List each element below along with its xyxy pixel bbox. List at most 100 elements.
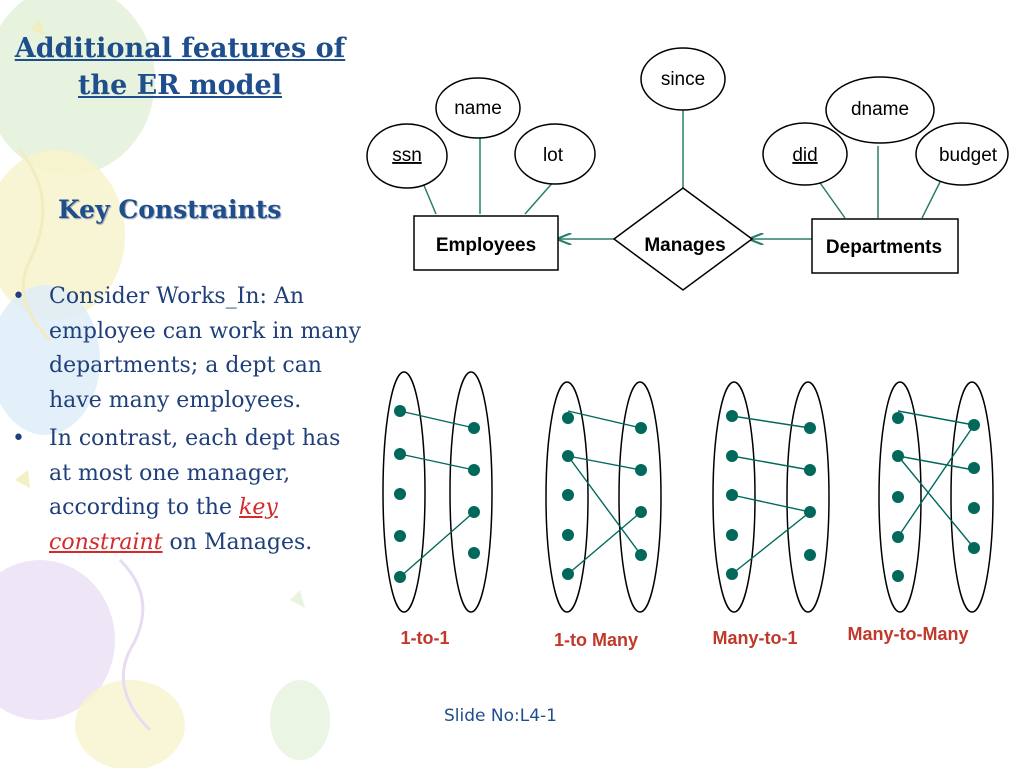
entity-dot xyxy=(892,570,904,582)
entity-dot xyxy=(468,464,480,476)
mapping-line xyxy=(731,511,811,575)
label-employees: Employees xyxy=(436,235,536,256)
entity-dot xyxy=(635,422,647,434)
key-constraint-link[interactable]: key constraint xyxy=(49,495,278,555)
caption-many-to-many: Many-to-Many xyxy=(848,624,969,644)
balloon-blue xyxy=(0,285,100,435)
label-dname: dname xyxy=(851,99,909,120)
slide-title: Additional features of the ER model xyxy=(14,33,346,101)
entity-dot xyxy=(562,450,574,462)
connector-did xyxy=(817,179,846,219)
entity-dot xyxy=(726,529,738,541)
mapping-line xyxy=(897,424,975,538)
connector-budget xyxy=(921,181,941,219)
label-lot: lot xyxy=(543,145,564,166)
caption-1-to-many: 1-to Many xyxy=(554,630,638,650)
entity-dot xyxy=(562,529,574,541)
entity-dot xyxy=(804,549,816,561)
entity-dot xyxy=(468,547,480,559)
oval-manytomany-left xyxy=(878,381,922,613)
balloon-violet xyxy=(0,560,115,720)
oval-manytomany-right xyxy=(950,381,994,613)
entity-dot xyxy=(968,419,980,431)
confetti xyxy=(15,470,30,488)
mapping-line xyxy=(897,455,975,549)
streamer xyxy=(18,149,52,342)
entity-dot xyxy=(892,412,904,424)
balloon-yellow-bottom xyxy=(75,680,185,768)
entity-dot xyxy=(394,571,406,583)
mapping-line xyxy=(731,455,811,471)
entity-dot xyxy=(562,568,574,580)
connector-lot xyxy=(524,179,556,215)
entity-dot xyxy=(804,422,816,434)
mapping-line xyxy=(897,455,975,471)
bullet-item: • In contrast, each dept has at most one… xyxy=(12,422,362,560)
bullet-dot: • xyxy=(12,426,25,451)
oval-1tomany-left xyxy=(545,381,589,613)
confetti xyxy=(30,20,45,35)
entity-dot xyxy=(968,502,980,514)
caption-1-to-1: 1-to-1 xyxy=(401,628,450,648)
attribute-lot xyxy=(514,123,596,185)
entity-dot xyxy=(968,542,980,554)
mapping-line xyxy=(399,511,475,578)
caption-many-to-1: Many-to-1 xyxy=(713,628,798,648)
entity-departments xyxy=(811,218,959,274)
entity-dot xyxy=(394,488,406,500)
oval-1tomany-right xyxy=(618,381,662,613)
mapping-line xyxy=(567,455,642,471)
mapping-line xyxy=(731,494,811,513)
label-budget: budget xyxy=(939,145,998,166)
oval-1to1-right xyxy=(449,371,493,613)
balloon-green-bottom xyxy=(270,680,330,760)
label-name: name xyxy=(454,98,502,119)
mapping-line xyxy=(399,410,475,429)
attribute-budget xyxy=(915,122,1009,186)
entity-employees xyxy=(413,215,559,271)
streamer xyxy=(118,558,152,732)
bullet-dot: • xyxy=(12,284,25,309)
entity-dot xyxy=(892,450,904,462)
entity-dot xyxy=(468,422,480,434)
relationship-manages xyxy=(612,187,754,291)
attribute-since xyxy=(640,47,726,111)
label-did: did xyxy=(792,145,817,166)
entity-dot xyxy=(726,489,738,501)
label-manages: Manages xyxy=(644,235,725,256)
attribute-ssn xyxy=(366,123,448,189)
mapping-line xyxy=(897,410,975,426)
entity-dot xyxy=(892,491,904,503)
slide-subtitle: Key Constraints xyxy=(58,195,282,224)
entity-dot xyxy=(562,412,574,424)
attribute-name xyxy=(435,77,521,139)
bullet-item: • Consider Works_In: An employee can wor… xyxy=(12,280,362,418)
entity-dot xyxy=(394,448,406,460)
entity-dot xyxy=(726,410,738,422)
entity-dot xyxy=(394,405,406,417)
entity-dot xyxy=(892,531,904,543)
label-since: since xyxy=(661,69,705,90)
entity-dot xyxy=(468,506,480,518)
attribute-dname xyxy=(825,76,935,144)
mapping-line xyxy=(567,511,642,575)
label-ssn: ssn xyxy=(392,145,422,166)
entity-dot xyxy=(804,464,816,476)
bullet-list: • Consider Works_In: An employee can wor… xyxy=(12,280,362,564)
confetti xyxy=(290,590,305,608)
entity-dot xyxy=(968,462,980,474)
entity-dot xyxy=(635,464,647,476)
mapping-line xyxy=(731,415,811,429)
entity-dot xyxy=(394,530,406,542)
entity-dot xyxy=(635,506,647,518)
oval-manyto1-left xyxy=(712,381,756,613)
entity-dot xyxy=(726,568,738,580)
balloon-green xyxy=(0,0,155,175)
mapping-line xyxy=(567,455,642,556)
label-departments: Departments xyxy=(826,237,942,258)
slide-number: Slide No:L4-1 xyxy=(444,706,557,726)
